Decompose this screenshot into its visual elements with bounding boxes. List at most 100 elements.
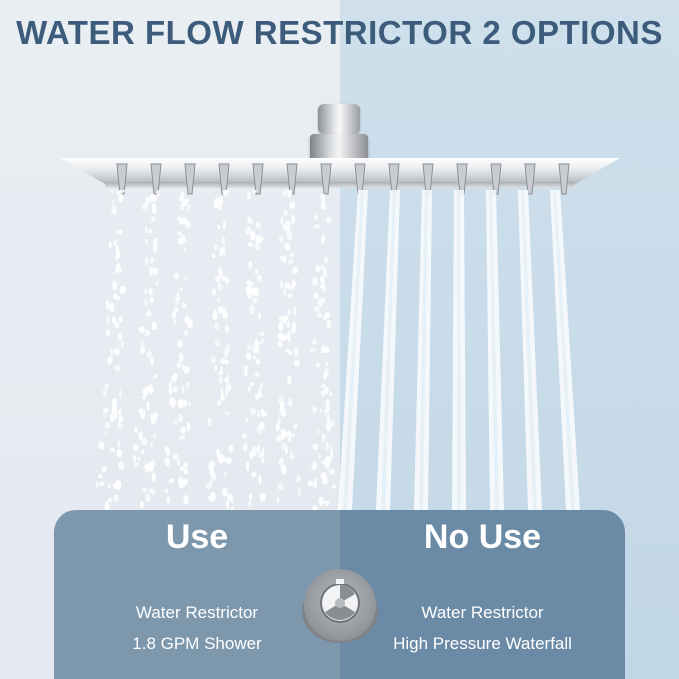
waterfall-stream-highlight [489,190,499,510]
spray-droplet [318,297,323,307]
spray-droplet [321,234,325,245]
spray-droplet [150,215,155,223]
spray-droplet [289,450,294,456]
spray-droplet [322,433,326,443]
no-use-option-panel: No Use Water Restrictor High Pressure Wa… [340,510,625,679]
spray-droplet [292,266,299,274]
spray-droplet [281,442,286,451]
spray-droplet [205,482,212,490]
spray-droplet [280,280,283,289]
spray-droplet [255,359,261,365]
spray-droplet [324,500,330,506]
spray-droplet [168,397,174,407]
no-use-line-2: High Pressure Waterfall [393,634,572,653]
spray-droplet [312,405,318,414]
spray-droplet [331,484,337,489]
flow-restrictor-icon [302,569,378,643]
spray-droplet [116,347,120,357]
spray-droplet [148,287,153,296]
spray-droplet [153,374,157,379]
no-use-line-1: Water Restrictor [421,603,544,622]
spray-droplet [214,339,220,347]
spray-droplet [187,318,193,329]
spray-droplet [144,463,151,469]
spray-droplet [146,331,152,336]
spray-droplet [326,319,331,329]
spray-droplet [109,447,116,453]
spray-droplet [278,235,284,243]
spray-droplet [220,366,223,371]
spray-droplet [177,459,180,466]
spray-droplet [324,257,329,264]
nozzle [524,163,536,195]
spray-droplet [277,332,284,341]
spray-droplet [296,474,301,483]
spray-droplet [225,457,232,464]
spray-droplet [246,190,251,200]
spray-droplet [222,190,229,196]
spray-droplet [117,332,123,341]
spray-droplet [284,315,289,321]
spray-droplet [248,305,255,314]
spray-droplet [116,266,123,273]
spray-droplet [187,401,192,406]
spray-droplet [314,214,318,220]
spray-droplet [291,279,296,288]
spray-droplet [149,266,154,277]
spray-droplet [220,358,227,365]
spray-droplet [282,319,287,324]
spray-droplet [210,492,216,502]
spray-droplet [110,190,114,194]
spray-droplet [230,495,234,504]
spray-droplet [289,455,296,460]
spray-droplet [176,292,180,298]
spray-droplet [260,337,264,345]
spray-droplet [105,329,111,337]
spray-droplet [132,455,137,463]
spray-droplet [177,237,184,245]
spray-droplet [117,423,124,429]
spray-droplet [326,413,331,424]
spray-droplet [290,433,295,438]
spray-droplet [325,361,329,367]
spray-droplet [152,267,159,275]
spray-droplet [247,386,251,392]
spray-droplet [141,437,148,446]
spray-droplet [316,312,323,318]
spray-droplet [104,430,108,437]
spray-droplet [164,488,169,494]
spray-droplet [179,435,186,440]
spray-droplet [186,421,190,432]
spray-droplet [181,384,185,395]
spray-droplet [150,416,156,425]
spray-droplet [121,190,125,193]
spray-droplet [246,352,252,361]
spray-droplet [107,483,111,489]
waterfall-stream-highlight [419,190,428,510]
spray-droplet [146,350,152,359]
nozzle [184,163,196,195]
spray-droplet [183,494,189,505]
spray-droplet [298,487,301,497]
spray-droplet [247,242,253,247]
spray-droplet [116,190,123,196]
spray-droplet [113,412,119,418]
spray-droplet [108,240,113,249]
spray-droplet [115,245,120,255]
spray-droplet [254,340,260,347]
spray-droplet [176,361,182,369]
spray-droplet [214,321,219,331]
spray-droplet [182,478,189,485]
spray-droplet [218,376,223,384]
spray-droplet [153,433,156,439]
spray-droplet [322,285,326,293]
spray-droplet [114,295,121,301]
spray-droplet [181,426,186,435]
spray-droplet [250,287,257,296]
spray-droplet [276,497,280,504]
spray-droplet [257,392,263,398]
spray-droplet [262,447,265,457]
spray-droplet [286,321,290,329]
spray-droplet [212,288,216,296]
spray-droplet [287,309,291,316]
